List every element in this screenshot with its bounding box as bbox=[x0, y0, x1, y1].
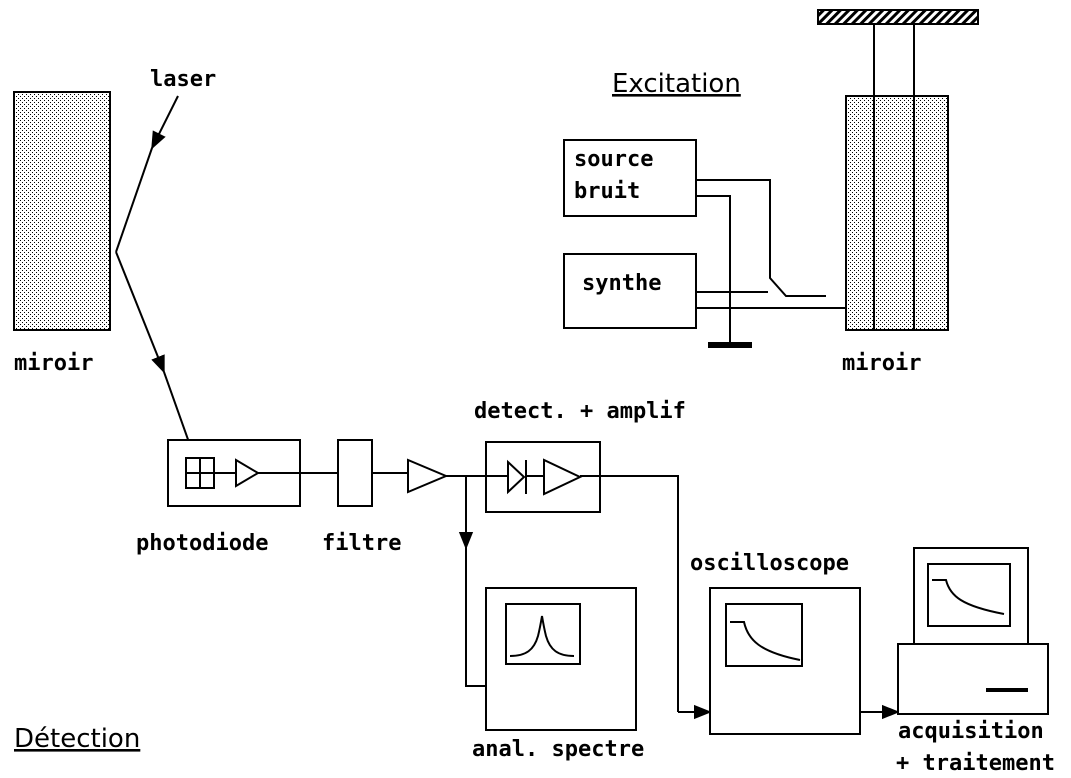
synthesizer-box bbox=[563, 253, 697, 329]
synthesizer-label: synthe bbox=[582, 271, 661, 296]
spectrum-analyzer-label: anal. spectre bbox=[472, 737, 644, 762]
oscilloscope-screen bbox=[725, 603, 803, 667]
laser-label: laser bbox=[150, 67, 216, 92]
amplifier-triangle-icon bbox=[407, 458, 449, 494]
detect-amplif-label: detect. + amplif bbox=[474, 399, 686, 424]
filter-label: filtre bbox=[322, 531, 401, 556]
noise-source-box bbox=[563, 139, 697, 217]
wire-to-analyzer bbox=[465, 548, 486, 687]
acquisition-label-line1: acquisition bbox=[898, 719, 1044, 744]
photodiode-label: photodiode bbox=[136, 531, 268, 556]
preamp-triangle-icon bbox=[235, 458, 260, 488]
right-mirror bbox=[845, 95, 949, 331]
resonance-peak-trace bbox=[509, 615, 575, 657]
laser-beam-reflected-arrow bbox=[115, 251, 165, 374]
noise-ground-wire bbox=[696, 195, 731, 312]
noise-signal-wire bbox=[696, 179, 826, 297]
oscilloscope-label: oscilloscope bbox=[690, 551, 849, 576]
decay-trace bbox=[730, 621, 801, 661]
ceiling-support bbox=[817, 9, 979, 25]
ground-symbol bbox=[708, 342, 752, 348]
computer-decay-trace bbox=[932, 579, 1005, 615]
computer-base bbox=[897, 643, 1049, 715]
right-mirror-label: miroir bbox=[842, 351, 921, 376]
excitation-title: Excitation bbox=[612, 69, 741, 99]
acquisition-label-line2: + traitement bbox=[896, 751, 1055, 776]
left-mirror-label: miroir bbox=[14, 351, 93, 376]
left-mirror bbox=[13, 91, 111, 331]
filter-box bbox=[337, 439, 373, 507]
noise-source-label-line2: bruit bbox=[574, 179, 640, 204]
laser-beam-incident bbox=[115, 147, 153, 253]
spectrum-analyzer-screen bbox=[505, 603, 581, 665]
noise-source-label-line1: source bbox=[574, 147, 653, 172]
detection-title: Détection bbox=[14, 724, 140, 754]
computer-screen bbox=[927, 563, 1011, 627]
diode-icon bbox=[507, 459, 526, 495]
laser-input-arrow bbox=[151, 95, 179, 150]
wire-to-oscilloscope bbox=[600, 475, 679, 712]
detector-amp-triangle-icon bbox=[543, 458, 583, 496]
